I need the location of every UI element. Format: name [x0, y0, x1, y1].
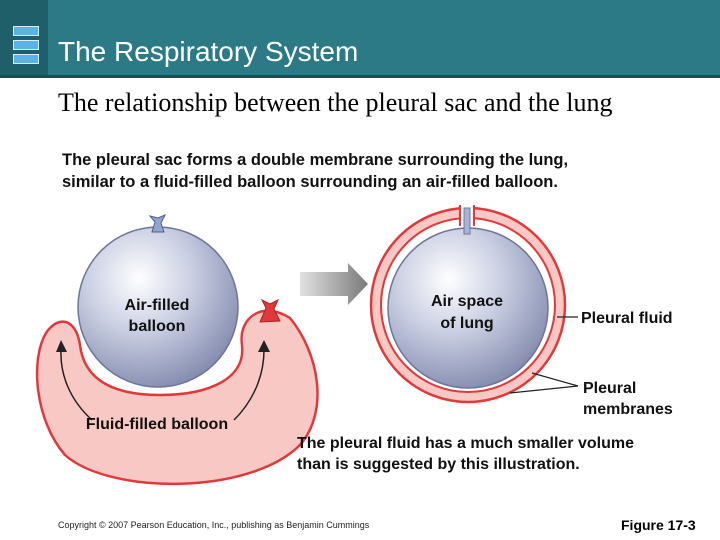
figure-label: Figure 17-3: [621, 517, 696, 533]
fluid-balloon-knot: [259, 298, 281, 323]
slide-subtitle: The relationship between the pleural sac…: [58, 88, 613, 117]
air-space-label-2: of lung: [440, 315, 493, 332]
air-balloon-label-1: Air-filled: [125, 297, 190, 314]
copyright-notice: Copyright © 2007 Pearson Education, Inc.…: [58, 520, 370, 530]
slide-title: The Respiratory System: [58, 36, 359, 67]
slide-logo-icon: [13, 26, 39, 66]
note-line-2: than is suggested by this illustration.: [297, 456, 580, 473]
curved-arrow-right-head: [258, 340, 270, 352]
diagram-note: The pleural fluid has a much smaller vol…: [297, 433, 634, 475]
diagram-caption: The pleural sac forms a double membrane …: [62, 149, 568, 193]
slide-header: The Respiratory System: [0, 0, 720, 75]
caption-line-2: similar to a fluid-filled balloon surrou…: [62, 173, 558, 191]
curved-arrow-right: [233, 349, 265, 421]
pleural-membranes-label-2: membranes: [583, 401, 673, 418]
fluid-balloon-label: Fluid-filled balloon: [86, 416, 228, 433]
note-line-1: The pleural fluid has a much smaller vol…: [297, 435, 634, 452]
curved-arrow-left-head: [56, 340, 67, 352]
caption-line-1: The pleural sac forms a double membrane …: [62, 151, 569, 169]
pleural-membrane-leader-inner: [509, 385, 579, 394]
air-balloon-label-2: balloon: [129, 318, 186, 335]
pleural-fluid-label: Pleural fluid: [581, 310, 673, 327]
trachea-neck: [463, 207, 471, 235]
pleural-membranes-label-1: Pleural: [583, 380, 636, 397]
fluid-filled-balloon: [35, 309, 319, 486]
air-space-label-1: Air space: [431, 293, 503, 310]
header-divider: [0, 75, 720, 78]
air-balloon-knot: [148, 214, 167, 233]
pleural-membrane-leader-outer: [531, 372, 579, 387]
transition-arrow: [300, 263, 368, 305]
curved-arrow-left: [60, 349, 93, 421]
